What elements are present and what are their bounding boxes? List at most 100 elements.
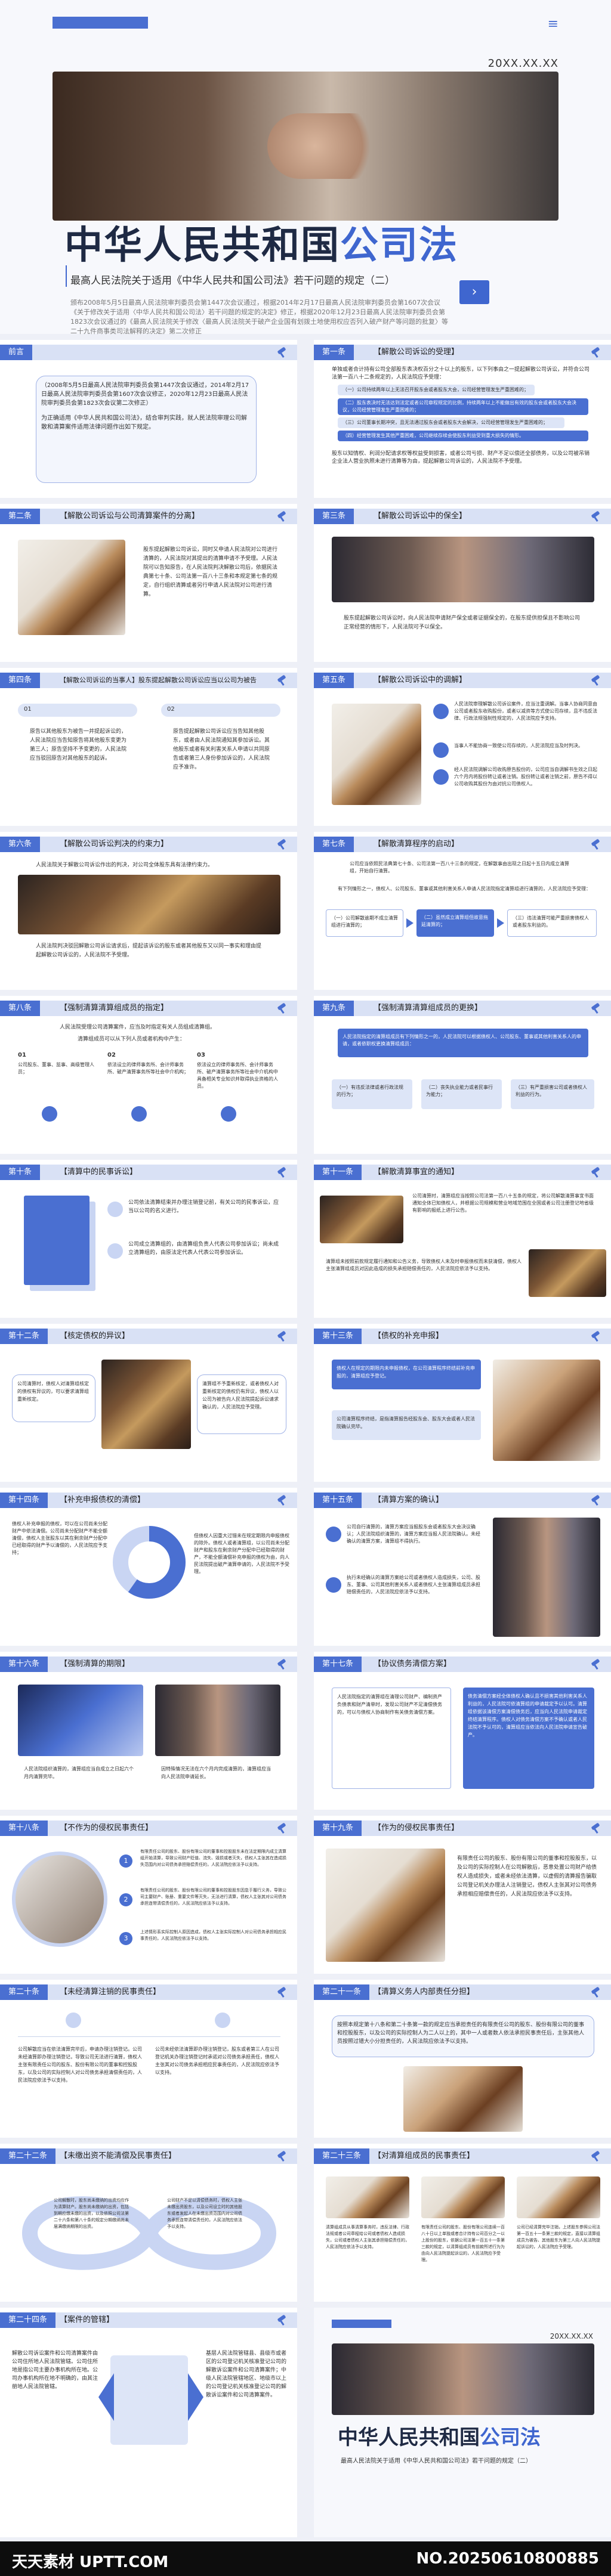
gavel-icon [276,346,288,358]
article-text-1: 人民法院关于解散公司诉讼作出的判决，对公司全体股东具有法律约束力。 [36,862,214,868]
gavel-icon [276,1822,288,1834]
info-icon [107,1243,123,1259]
slide-header: 第十二条【核定债权的异议】 [0,1329,297,1344]
gavel-icon [590,1986,601,1998]
slide-number: 第六条 [0,837,41,852]
step-number: 3 [119,1932,132,1945]
gavel-icon [276,838,288,850]
slide-article-12: 第十二条【核定债权的异议】 公司清算时，债权人对清算组核定的债权有异议的，可以要… [0,1324,297,1482]
slide-article-9: 第九条 【强制清算清算组成员的更换】 人民法院指定的清算组成员有下列情形之一的，人… [314,996,611,1154]
article-text-1: 人民法院受理公司清算案件，应当及时指定有关人员组成清算组。 [60,1024,216,1030]
gavel-icon [276,1658,288,1670]
scale-photo [101,1360,191,1449]
gavel-icon [590,1330,601,1342]
article-text-1: 债权人补充申报的债权，可以在公司尚未分配财产中依法清偿。公司尚未分配财产不能全额… [12,1521,107,1555]
article-text-2: 执行未经确认的清算方案给公司或者债权人造成损失，公司、股东、董事、公司其他利害关… [347,1575,480,1594]
slide-header: 第九条 【强制清算清算组成员的更换】 [314,1001,611,1016]
next-arrow-icon[interactable]: › [459,280,489,304]
title-accent: 公司法 [480,2426,541,2450]
top-bar [332,2320,391,2328]
article-text-2: 原告提起解散公司诉讼应当告知其他股东，或者由人民法院通知其参加诉讼。其他股东或者… [173,729,270,770]
slide-article-10: 第十条【清算中的民事诉讼】 公司依法清算结束并办理注销登记前，有关公司的民事诉讼… [0,1160,297,1318]
slide-article-5: 第五条【解散公司诉讼中的调解】 人民法院审理解散公司诉讼案件，应当注重调解。当事… [314,668,611,826]
article-text-2: 公司成立清算组的，由清算组负责人代表公司参加诉讼；尚未成立清算组的，由原法定代表… [128,1241,279,1256]
slide-header: 第十三条【债权的补充申报】 [314,1329,611,1344]
watermark-footer: 天天素材 UPTT.COM NO.20250610800885 [0,2541,611,2576]
step-text-1: 公司股东、董事、监事、高级管理人员； [18,1062,94,1075]
slide-title: 【解散公司诉讼与公司清算案件的分离】 [60,512,200,521]
slide-number: 第十七条 [314,1657,362,1672]
article-text-2: 清算组成员可以从下列人员或者机构中产生： [78,1036,186,1042]
slide-header: 第一条【解散公司诉讼的受理】 [314,345,611,360]
end-date: 20XX.XX.XX [550,2332,593,2340]
slide-header: 第十条【清算中的民事诉讼】 [0,1165,297,1180]
slide-header: 第十七条【协议债务清偿方案】 [314,1657,611,1672]
slide-number: 第十一条 [314,1165,362,1180]
menu-icon[interactable]: ≡ [547,17,558,32]
article-text-1: 公司清算时，清算组应当按照公司法第一百八十五条的规定，将公司解散清算事宜书面通知… [412,1193,594,1213]
slide-number: 第五条 [314,673,354,688]
slide-number: 第二十一条 [314,1984,370,2000]
slide-article-16: 第十六条【强制清算的期限】 人民法院组织清算的，清算组应当自成立之日起六个月内清… [0,1652,297,1810]
article-text-1: 公司自行清算的，清算方案应当报股东会或者股东大会决议确认；人民法院组织清算的，清… [347,1524,480,1544]
step-text-1: 有限责任公司的股东、股份有限公司的董事和控股股东未在法定期限内成立清算组开始清算… [140,1849,286,1867]
item-4: （四）经营管理发生其他严重困难，公司继续存续会使股东利益受到重大损失的情形。 [338,431,588,441]
slide-number: 第十八条 [0,1820,48,1836]
slide-article-22: 第二十二条【未缴出资不能清偿及民事责任】 公司解散时，股东尚未缴纳的出资均应作为… [0,2144,297,2302]
document-icon [24,1196,90,1285]
condition-2: （二）丧失执业能力或者民事行为能力； [421,1079,502,1109]
article-text-1: 人民法院审理解散公司诉讼案件，应当注重调解。当事人协商同意由公司或者股东收购股份… [454,701,597,721]
handshake-circle-photo [12,1852,107,1947]
step-number: 01 [18,1052,26,1058]
slide-title: 【作为的侵权民事责任】 [374,1823,459,1832]
gavel-books-photo [493,1360,600,1461]
slide-article-17: 第十七条【协议债务清偿方案】 人民法院指定的清算组在清理公司财产、编制资产负债表… [314,1652,611,1810]
donut-chart [113,1526,186,1599]
end-subtitle: 最高人民法院关于适用《中华人民共和国公司法》若干问题的规定（二） [341,2458,532,2464]
article-text-1: 债权人在规定的期限内未申报债权，在公司清算程序终结前补充申报的，清算组应予登记。 [332,1360,481,1389]
slide-article-4: 第四条【解散公司诉讼的当事人】股东提起解散公司诉讼应当以公司为被告 01 02 … [0,668,297,826]
step-text-3: 依法设立的律师事务所、会计师事务所、破产清算事务所等社会中介机构中具备相关专业知… [197,1062,278,1089]
slide-title: 【强制清算清算组成员的更换】 [374,1004,483,1013]
article-text-2: 人民法院判决驳回解散公司诉讼请求后，提起该诉讼的股东或者其他股东又以同一事实和理… [36,943,262,958]
cover-description: 颁布2008年5月5日最高人民法院审判委员会第1447次会议通过，根据2014年… [70,299,448,335]
article-text-2: 公司清算程序终结，是指清算报告经股东会、股东大会或者人民法院确认完毕。 [332,1410,481,1440]
title-main: 中华人民共和国 [338,2426,480,2450]
info-icon [107,1202,123,1217]
condition-1: （一）有违反法律或者行政法规的行为； [332,1079,412,1109]
gavel-icon [590,346,601,358]
gavel-books-photo [403,2066,523,2132]
cover-slide: ≡ 20XX.XX.XX 中华人民共和国公司法 最高人民法院关于适用《中华人民共… [0,0,611,335]
condition-2: （二）虽然成立清算组但故意拖延清算的； [416,909,494,937]
cover-title: 中华人民共和国公司法 [64,215,458,270]
item-3: （三）公司董事长期冲突，且无法通过股东会或者股东大会解决，公司经营管理发生严重困… [338,417,564,428]
gavel-icon [276,1330,288,1342]
cover-subtitle: 最高人民法院关于适用《中华人民共和国公司法》若干问题的规定（二） [70,275,395,287]
document-icon [110,2355,188,2445]
gavel-photo [421,2176,505,2218]
slide-title: 【强制清算的期限】 [60,1659,130,1668]
slide-number: 第一条 [314,345,354,360]
item-1: （一）公司持续两年以上无法召开股东会或者股东大会，公司经营管理发生严重困难的； [338,385,535,395]
article-text-1: 原告以其他股东为被告一并提起诉讼的，人民法院应当告知原告将其他股东变更为第三人；… [30,729,127,761]
handshake-photo [53,72,558,221]
slide-number: 前言 [0,345,33,360]
article-text: 按照本规定第十八条和第二十条第一款的规定应当承担责任的有限责任公司的股东、股份有… [332,2015,594,2057]
slide-article-7: 第七条【解散清算程序的启动】 公司应当依照民法典第七十条、公司法第一百八十三条的… [314,832,611,990]
scale-photo [529,1249,606,1297]
left-arrow-icon [98,2373,114,2421]
gavel-icon [276,1986,288,1998]
article-text-2: 当事人不能协商一致使公司存续的，人民法院应当及时判决。 [454,743,583,748]
article-text-2: 清算组未按照前款规定履行通知和公告义务，导致债权人未及时申报债权而未获清偿，债权… [326,1259,521,1271]
slide-number: 第八条 [0,1001,41,1016]
slide-number: 第九条 [314,1001,354,1016]
slide-article-24: 第二十四条【案件的管辖】 解散公司诉讼案件和公司清算案件由公司住所地人民法院管辖… [0,2308,297,2537]
article-text-1: 公司依法清算结束并办理注销登记前，有关公司的民事诉讼，应当以公司的名义进行。 [128,1200,279,1214]
slide-header: 第二十二条【未缴出资不能清偿及民事责任】 [0,2148,297,2164]
step-text-2: 依法设立的律师事务所、会计师事务所、破产清算事务所等社会中介机构； [107,1062,189,1075]
end-title: 中华人民共和国公司法 [338,2421,541,2450]
article-text: 人民法院指定的清算组成员有下列情形之一的，人民法院可以根据债权人、公司股东、董事… [338,1029,588,1057]
arrow-icon [497,918,504,928]
slide-end-cover: 20XX.XX.XX 中华人民共和国公司法 最高人民法院关于适用《中华人民共和国… [314,2308,611,2537]
slide-title: 【对清算组成员的民事责任】 [374,2151,475,2160]
